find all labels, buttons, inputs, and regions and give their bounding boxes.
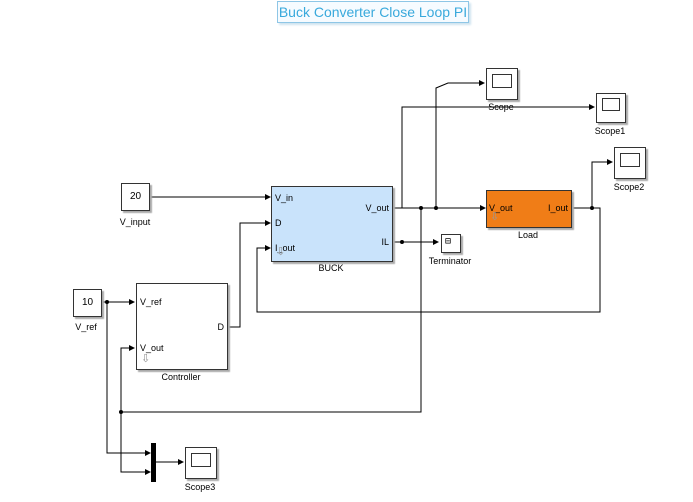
scope3-name: Scope3 <box>184 482 216 492</box>
controller-name: Controller <box>161 372 201 382</box>
buck-port-i-out: I_out <box>275 243 296 253</box>
buck-subsystem-block[interactable]: V_in D I_out V_out IL ⇩ <box>271 186 393 262</box>
terminator-icon: ⊟ <box>445 236 452 247</box>
buck-port-v-out: V_out <box>365 203 389 213</box>
load-subsystem-block[interactable]: V_out I_out ⇩ <box>486 190 572 228</box>
scope2-block[interactable] <box>614 147 646 179</box>
wire-feedback-to-mux[interactable] <box>120 412 151 475</box>
wire-to-scope[interactable] <box>435 80 485 208</box>
terminator-name: Terminator <box>428 256 472 266</box>
buck-port-il: IL <box>381 237 389 247</box>
branch-dot <box>105 300 109 304</box>
load-name: Load <box>517 230 539 240</box>
branch-dot <box>419 206 423 210</box>
controller-port-d: D <box>217 322 225 332</box>
scope-block[interactable] <box>486 68 518 100</box>
terminator-block[interactable]: ⊟ <box>441 234 461 253</box>
wire-load-iout-feedback[interactable] <box>256 207 601 313</box>
scope-name: Scope <box>488 102 514 112</box>
v-ref-constant-block[interactable]: 10 <box>73 289 102 317</box>
branch-dot <box>400 240 404 244</box>
wire-to-scope1[interactable] <box>401 104 595 208</box>
scope3-block[interactable] <box>185 447 217 479</box>
wire-feedback-to-controller[interactable] <box>120 345 135 412</box>
scope1-block[interactable] <box>596 93 626 123</box>
physical-port-arrow-icon: ⇩ <box>490 211 500 223</box>
scope-screen-icon <box>620 153 640 167</box>
buck-name: BUCK <box>318 263 344 273</box>
scope-screen-icon <box>191 453 211 467</box>
v-ref-name: V_ref <box>75 322 97 332</box>
buck-port-d: D <box>275 218 282 228</box>
v-ref-value: 10 <box>81 297 94 308</box>
branch-dot <box>590 206 594 210</box>
v-input-name: V_input <box>119 217 151 227</box>
wire-vout-feedback[interactable] <box>121 208 422 413</box>
wire-load-to-scope2[interactable] <box>591 159 613 208</box>
controller-port-v-out: V_out <box>140 343 164 353</box>
controller-port-v-ref: V_ref <box>140 297 162 307</box>
branch-dot <box>434 206 438 210</box>
buck-port-v-in: V_in <box>275 193 294 203</box>
load-port-i-out: I_out <box>547 203 568 213</box>
scope-screen-icon <box>492 74 512 88</box>
scope2-name: Scope2 <box>613 182 645 192</box>
controller-subsystem-block[interactable]: V_ref V_out D ⇩ <box>136 283 228 370</box>
model-title[interactable]: Buck Converter Close Loop PI <box>277 1 469 23</box>
v-input-value: 20 <box>129 191 142 202</box>
scope-screen-icon <box>602 98 620 111</box>
v-input-constant-block[interactable]: 20 <box>121 183 150 211</box>
load-port-v-out: V_out <box>489 203 513 213</box>
scope1-name: Scope1 <box>594 126 626 136</box>
wire-controller-to-buck-d[interactable] <box>228 220 271 328</box>
physical-port-arrow-icon: ⇩ <box>141 353 151 365</box>
mux-block[interactable] <box>151 443 156 482</box>
physical-port-arrow-icon: ⇩ <box>276 246 286 258</box>
branch-dot <box>119 410 123 414</box>
wire-vref-to-mux[interactable] <box>106 302 151 456</box>
